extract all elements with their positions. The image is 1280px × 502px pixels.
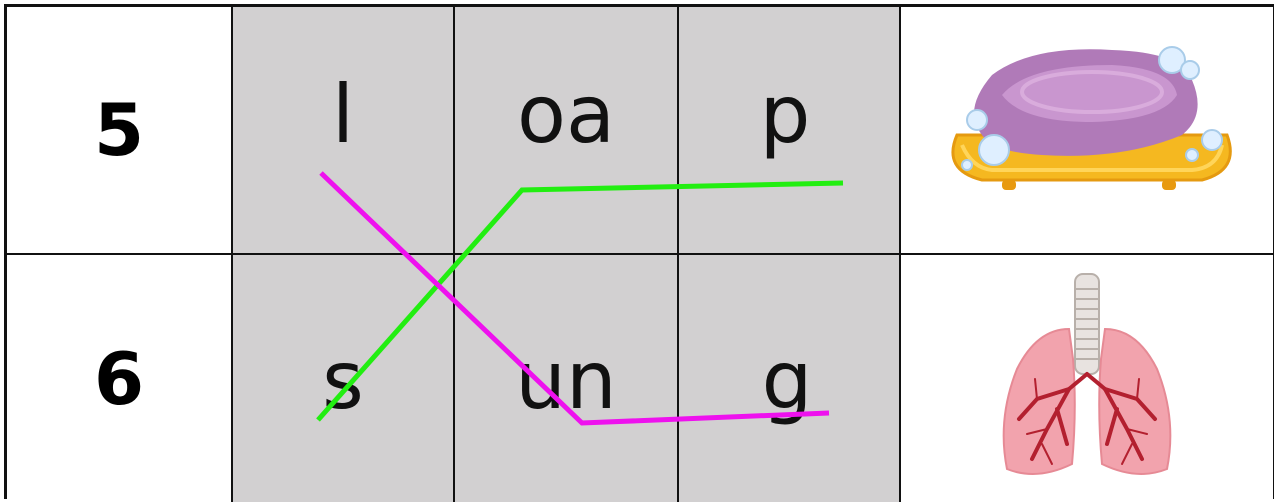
phonics-grid: 5 l oa p 6 s un g xyxy=(4,4,1274,502)
lungs-icon xyxy=(1002,272,1172,475)
row-number-5: 5 xyxy=(7,7,233,255)
sound-cell[interactable]: oa xyxy=(455,7,679,255)
sound-cell[interactable]: s xyxy=(233,255,455,502)
sound-cell[interactable]: un xyxy=(455,255,679,502)
soap-icon xyxy=(951,46,1232,190)
picture-cell xyxy=(901,7,1273,255)
row-number-6: 6 xyxy=(7,255,233,502)
sound-cell[interactable]: l xyxy=(233,7,455,255)
picture-cell xyxy=(901,255,1273,502)
sound-cell[interactable]: g xyxy=(679,255,901,502)
sound-cell[interactable]: p xyxy=(679,7,901,255)
